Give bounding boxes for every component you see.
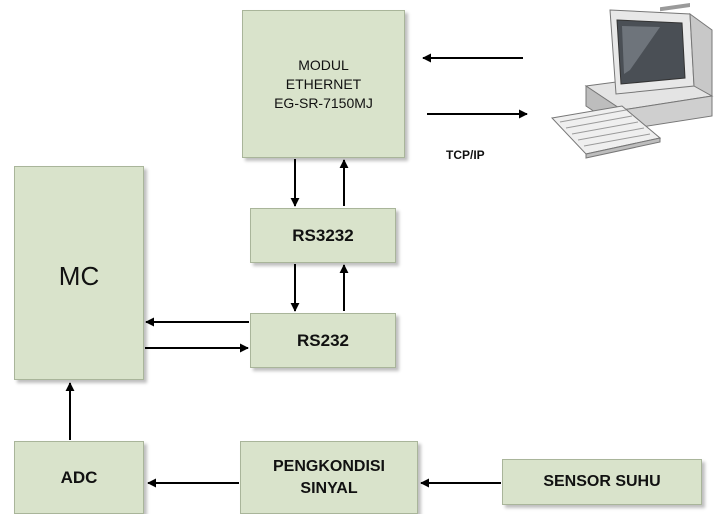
modul-line-2: ETHERNET (285, 75, 362, 92)
rs3232-block: RS3232 (250, 208, 396, 263)
mc-block: MC (14, 166, 144, 380)
adc-block: ADC (14, 441, 144, 514)
desktop-computer-icon (550, 3, 714, 159)
sensor-label: SENSOR SUHU (543, 473, 661, 490)
pengkondisi-line-1: PENGKONDISI (272, 457, 385, 475)
rs232-block: RS232 (250, 313, 396, 368)
tcp-ip-label: TCP/IP (446, 148, 485, 162)
pengkondisi-sinyal-block: PENGKONDISI SINYAL (240, 441, 418, 514)
sensor-suhu-block: SENSOR SUHU (502, 459, 702, 505)
pengkondisi-line-2: SINYAL (300, 479, 358, 497)
rs3232-label: RS3232 (292, 225, 354, 245)
mc-label: MC (58, 261, 100, 291)
adc-label: ADC (60, 467, 98, 487)
modul-line-3: EG-SR-7150MJ (274, 94, 373, 111)
drive-slot (660, 3, 690, 12)
rs232-label: RS232 (297, 330, 349, 350)
modul-ethernet-block: MODUL ETHERNET EG-SR-7150MJ (242, 10, 405, 158)
modul-line-1: MODUL (298, 56, 349, 73)
